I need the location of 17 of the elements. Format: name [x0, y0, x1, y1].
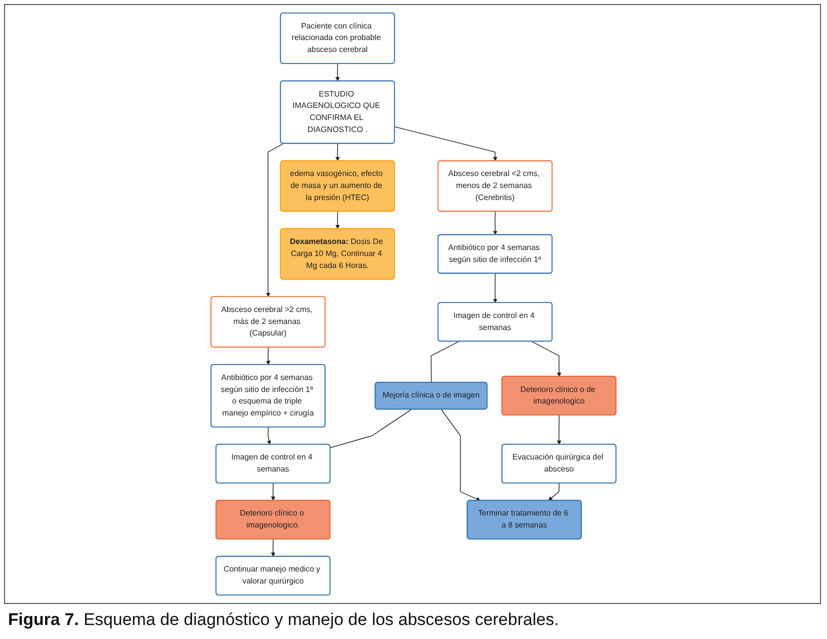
- arrow: [335, 63, 340, 82]
- arrow: [266, 143, 284, 297]
- arrow: [493, 273, 498, 303]
- arrow: [531, 341, 562, 377]
- arrow: [335, 211, 340, 230]
- arrow: [556, 414, 562, 445]
- arrow: [266, 426, 272, 445]
- arrow: [493, 211, 498, 236]
- arrow: [266, 347, 270, 365]
- arrow: [440, 408, 481, 501]
- connector: [330, 408, 412, 448]
- arrow: [335, 143, 340, 162]
- figure-caption: Figura 7. Esquema de diagnóstico y manejo de los abscesos cerebrales.: [8, 610, 559, 630]
- arrow: [270, 482, 276, 501]
- arrow: [394, 126, 498, 162]
- arrow: [548, 482, 560, 501]
- arrow: [270, 538, 276, 557]
